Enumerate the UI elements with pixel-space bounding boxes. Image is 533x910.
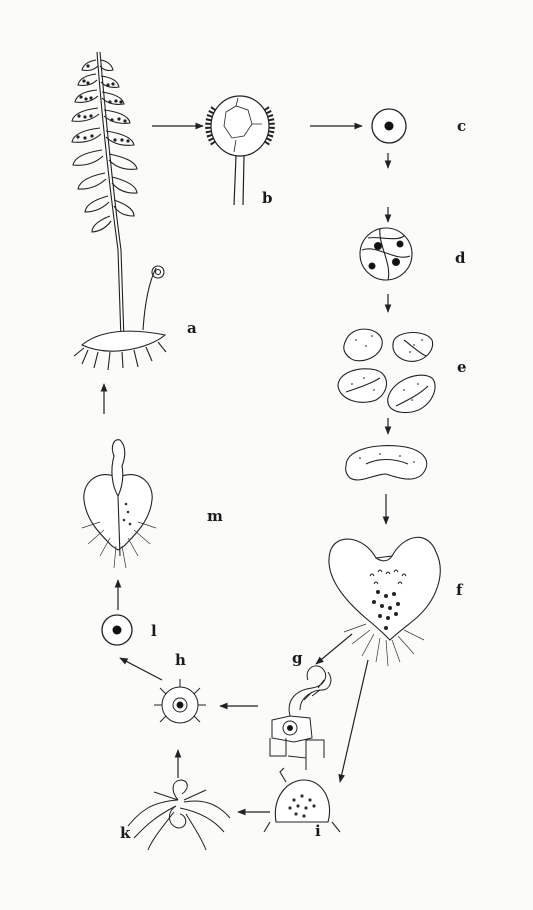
archegonium-sperm-drawing (264, 768, 340, 832)
prothallus-drawing (329, 537, 440, 640)
label-f: f (456, 583, 462, 598)
label-l: l (151, 624, 157, 639)
spore-tetrad-cell-drawing (360, 228, 412, 280)
zygote-drawing (102, 615, 132, 645)
label-d: d (455, 251, 466, 266)
label-g: g (292, 651, 303, 666)
label-k: k (120, 826, 130, 841)
arrow-h-to-l (120, 658, 162, 680)
label-b: b (262, 191, 273, 206)
label-a: a (187, 321, 197, 336)
arrow-f-to-i (340, 660, 368, 782)
label-m: m (207, 509, 223, 524)
label-c: c (457, 119, 466, 134)
spermatozoid-drawing (128, 780, 230, 850)
spores-drawing (338, 329, 435, 480)
arrow-f-to-g (316, 634, 352, 664)
fertilized-egg-drawing (154, 679, 206, 723)
spore-drawing (372, 109, 406, 143)
label-i: i (315, 824, 321, 839)
label-h: h (175, 653, 186, 668)
archegonium-zygote-drawing (270, 666, 331, 770)
label-e: e (457, 360, 467, 375)
